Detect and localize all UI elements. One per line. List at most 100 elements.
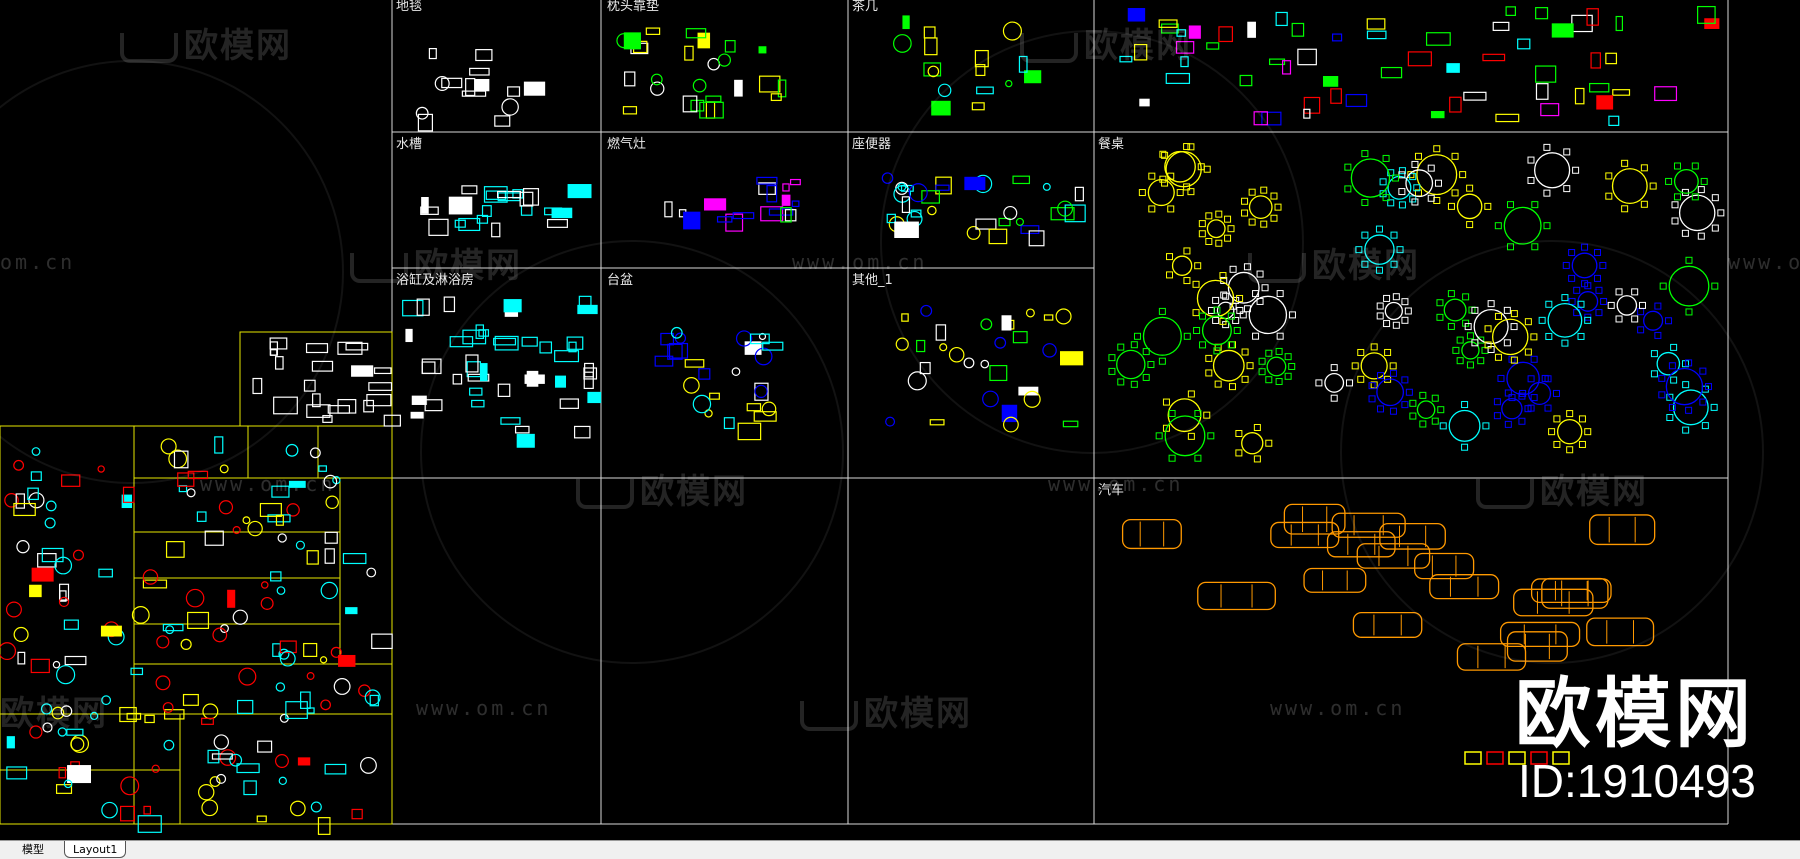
symbol-block[interactable] [227, 589, 236, 608]
symbol-block[interactable] [1586, 8, 1599, 26]
chair-block[interactable] [1649, 182, 1657, 190]
symbol-block[interactable] [1158, 19, 1178, 28]
symbol-block[interactable] [523, 81, 546, 96]
symbol-block[interactable] [476, 214, 489, 224]
tab-layout1[interactable]: Layout1 [64, 841, 127, 858]
symbol-block[interactable] [368, 382, 393, 391]
symbol-block[interactable] [567, 184, 592, 199]
symbol-block[interactable] [142, 569, 159, 585]
symbol-block[interactable] [202, 703, 219, 720]
symbol-block[interactable] [143, 805, 152, 815]
symbol-block[interactable] [892, 34, 912, 53]
chair-block[interactable] [1414, 152, 1422, 160]
symbol-block[interactable] [441, 77, 463, 89]
dining-table-block[interactable] [1534, 152, 1571, 189]
symbol-block[interactable] [162, 623, 184, 632]
symbol-block[interactable] [366, 567, 377, 578]
symbol-block[interactable] [310, 801, 322, 813]
symbol-block[interactable] [15, 493, 26, 509]
symbol-block[interactable] [243, 780, 257, 796]
symbol-block[interactable] [1330, 88, 1342, 104]
chair-block[interactable] [1531, 201, 1539, 209]
symbol-block[interactable] [1482, 53, 1506, 62]
symbol-block[interactable] [1161, 23, 1179, 34]
symbol-block[interactable] [443, 296, 456, 313]
symbol-block[interactable] [207, 749, 220, 764]
symbol-block[interactable] [1188, 25, 1201, 39]
symbol-block[interactable] [338, 654, 356, 667]
symbol-block[interactable] [1002, 21, 1022, 41]
chair-block[interactable] [1235, 429, 1243, 437]
symbol-block[interactable] [306, 672, 315, 680]
symbol-block[interactable] [756, 176, 778, 185]
dining-table-block[interactable] [1387, 175, 1412, 200]
symbol-block[interactable] [325, 495, 339, 510]
chair-block[interactable] [1451, 189, 1459, 197]
symbol-block[interactable] [337, 398, 357, 414]
tag-block[interactable] [1508, 751, 1526, 765]
symbol-block[interactable] [13, 626, 29, 643]
chair-block[interactable] [1681, 229, 1689, 237]
symbol-block[interactable] [907, 371, 927, 391]
chair-block[interactable] [1387, 199, 1395, 207]
symbol-block[interactable] [212, 627, 228, 643]
symbol-block[interactable] [501, 98, 519, 116]
symbol-block[interactable] [650, 73, 663, 86]
symbol-block[interactable] [323, 474, 338, 489]
chair-block[interactable] [1187, 432, 1195, 440]
chair-block[interactable] [1376, 312, 1384, 320]
symbol-block[interactable] [142, 579, 168, 589]
symbol-block[interactable] [187, 611, 210, 629]
symbol-block[interactable] [324, 548, 335, 564]
symbol-block[interactable] [6, 736, 15, 749]
symbol-block[interactable] [923, 26, 936, 39]
symbol-block[interactable] [734, 79, 743, 97]
symbol-block[interactable] [434, 75, 450, 91]
chair-block[interactable] [1411, 160, 1419, 168]
symbol-block[interactable] [236, 699, 254, 714]
chair-block[interactable] [1396, 246, 1404, 254]
symbol-block[interactable] [271, 485, 290, 498]
dining-table-block[interactable] [1416, 154, 1458, 196]
symbol-block[interactable] [16, 540, 30, 554]
chair-block[interactable] [1427, 194, 1435, 202]
chair-block[interactable] [1194, 454, 1202, 462]
chair-block[interactable] [1506, 201, 1514, 209]
symbol-block[interactable] [369, 694, 379, 707]
symbol-block[interactable] [758, 46, 767, 54]
symbol-block[interactable] [448, 196, 473, 215]
symbol-block[interactable] [360, 756, 377, 774]
symbol-block[interactable] [120, 776, 140, 796]
symbol-block[interactable] [1654, 86, 1678, 102]
chair-block[interactable] [1434, 179, 1442, 187]
chair-block[interactable] [1466, 221, 1474, 229]
symbol-block[interactable] [410, 411, 424, 419]
chair-block[interactable] [1697, 232, 1705, 240]
symbol-block[interactable] [319, 656, 328, 664]
symbol-block[interactable] [320, 699, 331, 711]
symbol-block[interactable] [781, 194, 791, 206]
symbol-block[interactable] [60, 705, 73, 717]
symbol-block[interactable] [324, 531, 338, 544]
symbol-block[interactable] [1275, 11, 1288, 27]
symbol-block[interactable] [260, 581, 269, 589]
car-block[interactable] [1283, 503, 1346, 535]
symbol-block[interactable] [491, 222, 501, 238]
symbol-block[interactable] [1303, 96, 1321, 114]
symbol-block[interactable] [196, 511, 207, 522]
symbol-block[interactable] [1463, 91, 1487, 101]
symbol-block[interactable] [213, 734, 229, 750]
chair-block[interactable] [1398, 201, 1406, 209]
symbol-block[interactable] [324, 763, 347, 775]
symbol-block[interactable] [27, 487, 39, 501]
symbol-block[interactable] [163, 739, 175, 751]
symbol-block[interactable] [137, 815, 162, 833]
dining-table-block[interactable] [1241, 432, 1264, 455]
symbol-block[interactable] [306, 707, 315, 714]
symbol-block[interactable] [72, 549, 84, 561]
chair-block[interactable] [1382, 154, 1390, 162]
symbol-block[interactable] [1535, 7, 1549, 20]
symbol-block[interactable] [1331, 33, 1343, 42]
symbol-block[interactable] [101, 801, 118, 819]
chair-block[interactable] [1355, 246, 1363, 254]
